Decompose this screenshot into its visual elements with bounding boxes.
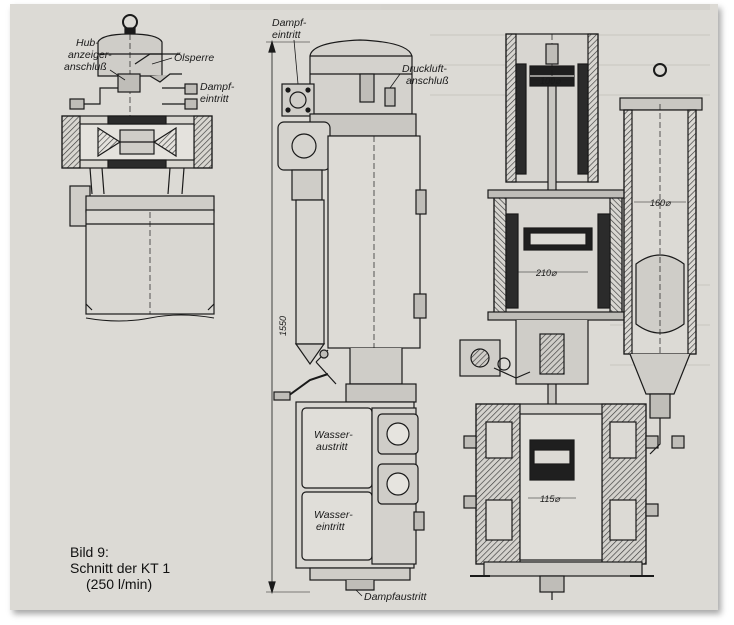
label-dampf-mid-1: Dampf-: [272, 17, 307, 29]
figure-frame: Hub- anzeiger- anschluß Ölsperre Dampf- …: [10, 4, 718, 610]
label-hub-line1: Hub-: [76, 37, 99, 49]
label-dampf-left-1: Dampf-: [200, 81, 235, 93]
label-druckluft-1: Druckluft-: [402, 63, 447, 75]
middle-view-drawing: [266, 39, 427, 595]
label-hub-line3: anschluß: [64, 61, 107, 73]
label-dampfaustritt: Dampfaustritt: [364, 591, 428, 603]
right-section-drawing: [459, 33, 703, 600]
dimension-height: 1550: [278, 316, 288, 336]
label-hub-line2: anzeiger-: [68, 49, 112, 61]
left-view-drawing: [61, 14, 215, 322]
dimension-right-diameter: 160⌀: [650, 198, 672, 208]
label-dampf-mid-2: eintritt: [272, 29, 302, 41]
dimension-labels: 1550 100⌀ 210⌀ 115⌀ 160⌀: [278, 76, 686, 504]
label-dampf-left-2: eintritt: [200, 93, 230, 105]
label-oelsperre: Ölsperre: [174, 52, 214, 64]
label-wasser-ein-2: eintritt: [316, 521, 346, 533]
caption-line-3: (250 l/min): [86, 576, 153, 592]
figure-caption: Bild 9: Schnitt der KT 1 (250 l/min): [70, 544, 170, 592]
label-wasser-aus-1: Wasser-: [314, 429, 353, 441]
dimension-top-diameter: 100⌀: [540, 76, 562, 86]
compressor-section-drawing: Hub- anzeiger- anschluß Ölsperre Dampf- …: [61, 4, 710, 603]
label-wasser-aus-2: austritt: [316, 441, 349, 453]
dimension-mid-diameter: 210⌀: [535, 268, 558, 278]
callout-labels: Hub- anzeiger- anschluß Ölsperre Dampf- …: [64, 17, 449, 603]
caption-line-1: Bild 9:: [70, 544, 109, 560]
label-druckluft-2: anschluß: [406, 75, 449, 87]
dimension-bottom-diameter: 115⌀: [540, 494, 561, 504]
caption-line-2: Schnitt der KT 1: [70, 560, 171, 576]
label-wasser-ein-1: Wasser-: [314, 509, 353, 521]
